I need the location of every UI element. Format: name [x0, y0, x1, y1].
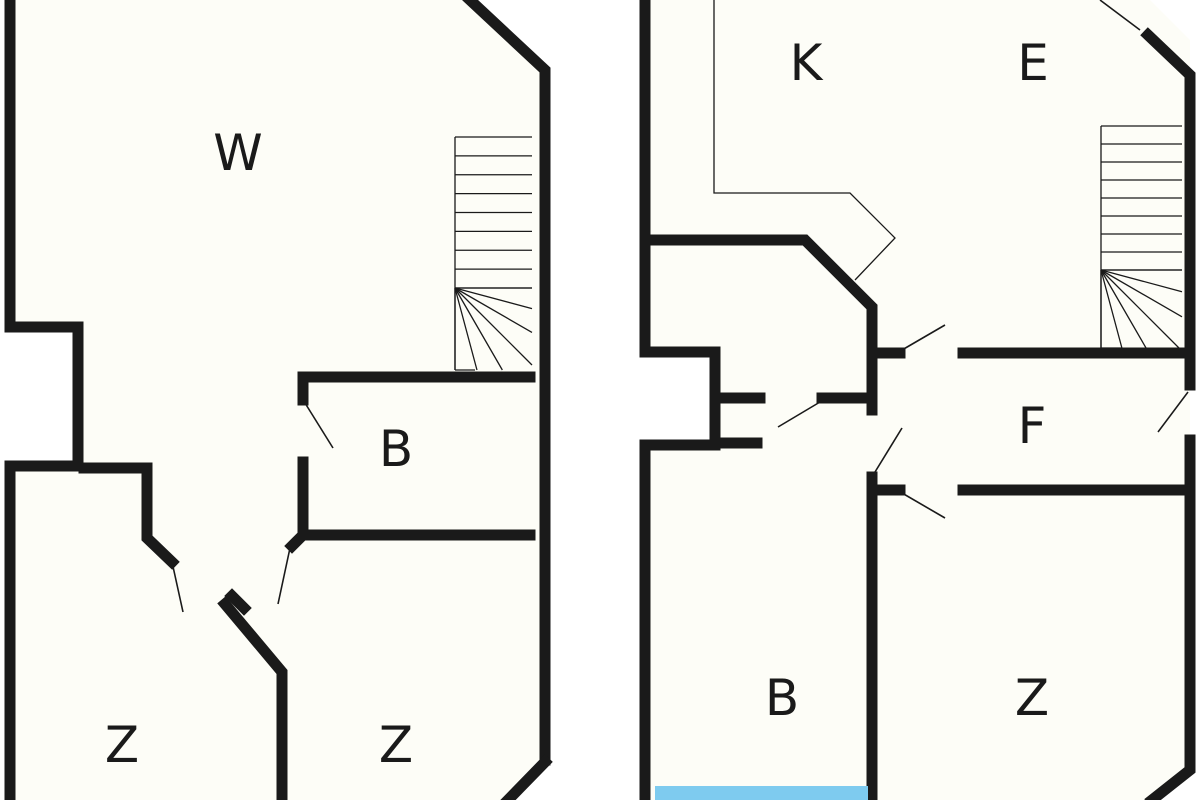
- room-label-bath: B: [765, 669, 799, 727]
- right-floor: [645, 0, 1190, 800]
- kitchen-counter: [713, 0, 896, 281]
- room-label-kitchen: K: [790, 34, 824, 92]
- stair-step: [454, 287, 533, 334]
- window: [655, 786, 868, 800]
- left-doors: [171, 0, 491, 613]
- room-label-hall: F: [1018, 397, 1047, 455]
- room-label-bath: B: [379, 420, 413, 478]
- stair-step: [454, 287, 533, 310]
- stair-step: [454, 287, 478, 371]
- stair-step: [454, 287, 503, 371]
- right-stairs: [1100, 125, 1183, 349]
- right-doors: [777, 0, 1189, 519]
- stair-step: [1100, 269, 1183, 318]
- right-walls: [639, 0, 1196, 800]
- room-label-bed: Z: [379, 716, 413, 774]
- left-stairs: [454, 136, 533, 371]
- stair-step: [1100, 269, 1183, 293]
- stair-step: [1100, 269, 1180, 349]
- stair-step: [454, 287, 533, 366]
- room-label-bed: Z: [1015, 669, 1049, 727]
- stair-step: [1100, 269, 1147, 349]
- left-walls: [4, 0, 553, 800]
- stair-step: [1100, 269, 1123, 349]
- room-label-living: W: [213, 124, 262, 182]
- left-floor: [10, 0, 545, 800]
- room-label-bed: Z: [105, 716, 139, 774]
- room-label-dining: E: [1017, 34, 1049, 92]
